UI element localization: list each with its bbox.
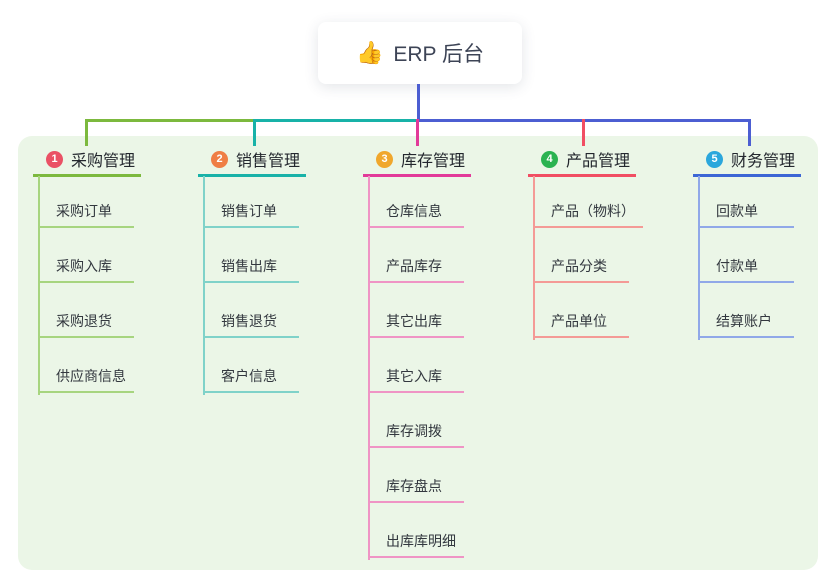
child-node[interactable]: 出库库明细 xyxy=(368,528,464,558)
child-node[interactable]: 客户信息 xyxy=(203,363,299,393)
child-node[interactable]: 仓库信息 xyxy=(368,198,464,228)
child-node[interactable]: 其它出库 xyxy=(368,308,464,338)
child-node[interactable]: 采购退货 xyxy=(38,308,134,338)
child-node[interactable]: 回款单 xyxy=(698,198,794,228)
child-node[interactable]: 销售出库 xyxy=(203,253,299,283)
branch-header-finance[interactable]: 5 财务管理 xyxy=(706,146,795,172)
child-node[interactable]: 供应商信息 xyxy=(38,363,134,393)
branch-number-badge: 4 xyxy=(541,150,558,168)
branch-drop-line xyxy=(582,119,585,146)
root-connector-line xyxy=(417,84,420,119)
branch-label: 库存管理 xyxy=(401,153,466,170)
branch-number-badge: 5 xyxy=(706,150,723,168)
child-node[interactable]: 采购订单 xyxy=(38,198,134,228)
child-node[interactable]: 采购入库 xyxy=(38,253,134,283)
branch-number-badge: 1 xyxy=(46,150,63,168)
branches-panel xyxy=(18,136,818,570)
branch-underline xyxy=(33,174,141,177)
branch-drop-line xyxy=(748,119,751,146)
child-node[interactable]: 其它入库 xyxy=(368,363,464,393)
child-node[interactable]: 产品分类 xyxy=(533,253,629,283)
branch-header-procurement[interactable]: 1 采购管理 xyxy=(46,146,135,172)
branch-trunk-line xyxy=(203,176,205,395)
branch-drop-line xyxy=(253,119,256,146)
branch-number-badge: 3 xyxy=(376,150,393,168)
child-node[interactable]: 结算账户 xyxy=(698,308,794,338)
branch-trunk-line xyxy=(368,176,370,560)
child-node[interactable]: 产品（物料） xyxy=(533,198,643,228)
branch-header-inventory[interactable]: 3 库存管理 xyxy=(376,146,465,172)
branch-trunk-line xyxy=(698,176,700,340)
branch-underline xyxy=(528,174,636,177)
mindmap-root-node[interactable]: 👍 ERP 后台 xyxy=(318,22,522,84)
branch-header-product[interactable]: 4 产品管理 xyxy=(541,146,630,172)
branch-header-sales[interactable]: 2 销售管理 xyxy=(211,146,300,172)
child-node[interactable]: 库存盘点 xyxy=(368,473,464,503)
child-node[interactable]: 付款单 xyxy=(698,253,794,283)
branch-trunk-line xyxy=(38,176,40,395)
branch-trunk-line xyxy=(533,176,535,340)
child-node[interactable]: 销售退货 xyxy=(203,308,299,338)
branch-drop-line xyxy=(416,119,419,146)
bus-line-segment-teal xyxy=(255,119,418,122)
branch-label: 产品管理 xyxy=(566,153,631,170)
bus-line-segment-green xyxy=(86,119,255,122)
branch-drop-line xyxy=(85,119,88,146)
branch-number-badge: 2 xyxy=(211,150,228,168)
branch-underline xyxy=(198,174,306,177)
branch-underline xyxy=(693,174,801,177)
child-node[interactable]: 库存调拨 xyxy=(368,418,464,448)
child-node[interactable]: 销售订单 xyxy=(203,198,299,228)
branch-label: 采购管理 xyxy=(71,153,136,170)
thumbs-up-icon: 👍 xyxy=(355,40,384,65)
branch-underline xyxy=(363,174,471,177)
child-node[interactable]: 产品库存 xyxy=(368,253,464,283)
child-node[interactable]: 产品单位 xyxy=(533,308,629,338)
root-node-label: ERP 后台 xyxy=(393,43,485,66)
branch-label: 财务管理 xyxy=(731,153,796,170)
branch-label: 销售管理 xyxy=(236,153,301,170)
